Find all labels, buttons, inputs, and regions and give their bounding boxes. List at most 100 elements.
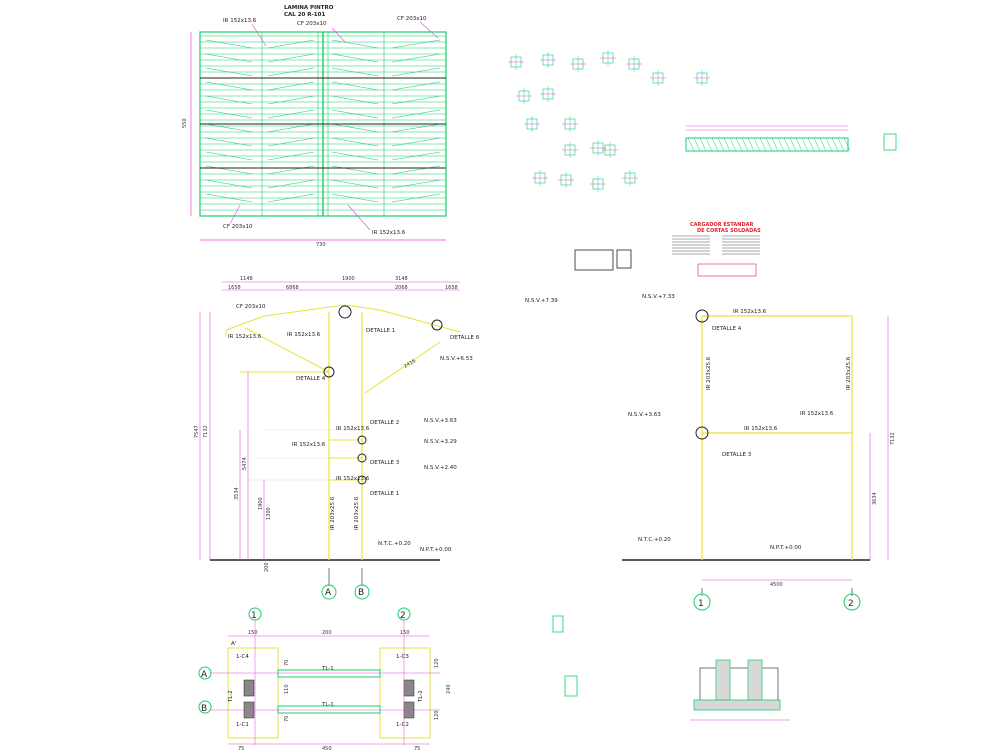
svg-text:1-C4: 1-C4 (236, 654, 249, 660)
svg-text:70: 70 (284, 660, 290, 666)
svg-text:TL-2: TL-2 (418, 690, 424, 703)
brace-line (267, 193, 315, 203)
brace-line (205, 193, 253, 203)
svg-text:1-C2: 1-C2 (396, 722, 409, 728)
brace-line (331, 81, 379, 91)
svg-text:IR 152x13.6: IR 152x13.6 (336, 426, 370, 432)
brace-line (267, 109, 315, 119)
beam-web (699, 137, 707, 152)
svg-text:6868: 6868 (286, 285, 299, 291)
brace-line (205, 81, 253, 91)
svg-text:1658: 1658 (445, 285, 458, 291)
axis-2-label: 2 (848, 599, 854, 609)
brace-line (205, 151, 253, 161)
beam-elevation (685, 125, 897, 152)
svg-text:120: 120 (434, 658, 440, 668)
svg-text:200: 200 (322, 630, 332, 636)
detail-sketch (694, 70, 710, 86)
roof-plan: LAMINA PINTRO CAL 20 R-101 IR 152x13.6 C… (182, 5, 447, 248)
svg-text:N.S.V.+3.63: N.S.V.+3.63 (628, 412, 661, 418)
svg-text:150: 150 (400, 630, 410, 636)
detail-sketch (590, 176, 606, 192)
svg-text:120: 120 (434, 710, 440, 720)
svg-text:DETALLE 1: DETALLE 1 (366, 328, 395, 334)
svg-text:75: 75 (238, 746, 244, 751)
beam-web (765, 137, 773, 152)
beam-web (825, 137, 833, 152)
svg-text:450: 450 (322, 746, 332, 751)
brace-line (267, 53, 315, 63)
detail-sketches (508, 50, 710, 192)
svg-text:A: A (201, 670, 208, 680)
svg-text:IR 203x25.6: IR 203x25.6 (846, 356, 852, 390)
brace-line (267, 39, 315, 49)
brace-line (391, 95, 441, 105)
notes-title-2: DE CORTAS SOLDADAS (697, 228, 761, 234)
svg-text:IR 203x25.6: IR 203x25.6 (706, 356, 712, 390)
beam-web (813, 137, 821, 152)
laminate-label: LAMINA PINTRO (284, 5, 334, 11)
svg-text:3634: 3634 (872, 492, 878, 505)
beam-web (693, 137, 701, 152)
beam-web (735, 137, 743, 152)
brace-line (391, 137, 441, 147)
beam-web (789, 137, 797, 152)
detail-sketch (540, 86, 556, 102)
detail-sketch (516, 88, 532, 104)
svg-text:N.S.V.+6.53: N.S.V.+6.53 (440, 356, 473, 362)
axis-b-label: B (358, 588, 364, 598)
svg-text:7132: 7132 (203, 425, 209, 438)
svg-text:DETALLE 4: DETALLE 4 (712, 326, 742, 332)
svg-text:1658: 1658 (228, 285, 241, 291)
svg-text:TL-2: TL-2 (228, 690, 234, 703)
svg-text:N.P.T.+0.00: N.P.T.+0.00 (420, 547, 452, 553)
roof-dim-width: 730 (316, 242, 326, 248)
detail-sketch (532, 170, 548, 186)
svg-text:DETALLE 2: DETALLE 2 (370, 420, 399, 426)
axis-1-label: 1 (698, 599, 704, 609)
svg-text:IR 203x25.6: IR 203x25.6 (330, 496, 336, 530)
brace-line (391, 193, 441, 203)
brace-line (331, 95, 379, 105)
foundation-plan: 1 2 A B 150 200 150 75 450 75 120 120 24… (198, 607, 452, 751)
detail-sketch (562, 142, 578, 158)
brace-line (391, 109, 441, 119)
brace-line (391, 165, 441, 175)
svg-text:1-C3: 1-C3 (396, 654, 409, 660)
beam-web (747, 137, 755, 152)
beam-web (807, 137, 815, 152)
svg-text:N.S.V.+3.29: N.S.V.+3.29 (424, 439, 457, 445)
svg-text:A': A' (231, 641, 236, 647)
roof-dim-height: 550 (182, 118, 188, 128)
svg-text:N.S.V.+2.40: N.S.V.+2.40 (424, 465, 457, 471)
svg-text:DETALLE 1: DETALLE 1 (370, 491, 399, 497)
brace-line (391, 53, 441, 63)
roof-cf-right-label: CF 203x10 (397, 16, 427, 22)
brace-line (267, 165, 315, 175)
beam-web (711, 137, 719, 152)
brace-line (205, 95, 253, 105)
svg-text:150: 150 (248, 630, 258, 636)
brace-line (331, 39, 379, 49)
brace-line (331, 165, 379, 175)
brace-line (267, 95, 315, 105)
brace-line (205, 39, 253, 49)
svg-text:TL-1: TL-1 (321, 666, 334, 672)
svg-text:70: 70 (284, 716, 290, 722)
beam-web (771, 137, 779, 152)
brace-line (391, 123, 441, 133)
svg-text:3148: 3148 (395, 276, 408, 282)
svg-text:110: 110 (284, 684, 290, 694)
svg-text:IR 152x13.6: IR 152x13.6 (287, 332, 321, 338)
svg-text:N.T.C.+0.20: N.T.C.+0.20 (638, 537, 671, 543)
detail-sketch (626, 56, 642, 72)
detail-sketch (540, 52, 556, 68)
svg-text:IR 152x13.6: IR 152x13.6 (733, 309, 767, 315)
detail-sketch (562, 116, 578, 132)
svg-text:1900: 1900 (258, 497, 264, 510)
roof-ir-top-label: IR 152x13.6 (223, 18, 257, 24)
svg-text:TL-1: TL-1 (321, 702, 334, 708)
beam-web (723, 137, 731, 152)
svg-text:IR 152x13.6: IR 152x13.6 (228, 334, 262, 340)
svg-text:2: 2 (400, 611, 406, 621)
